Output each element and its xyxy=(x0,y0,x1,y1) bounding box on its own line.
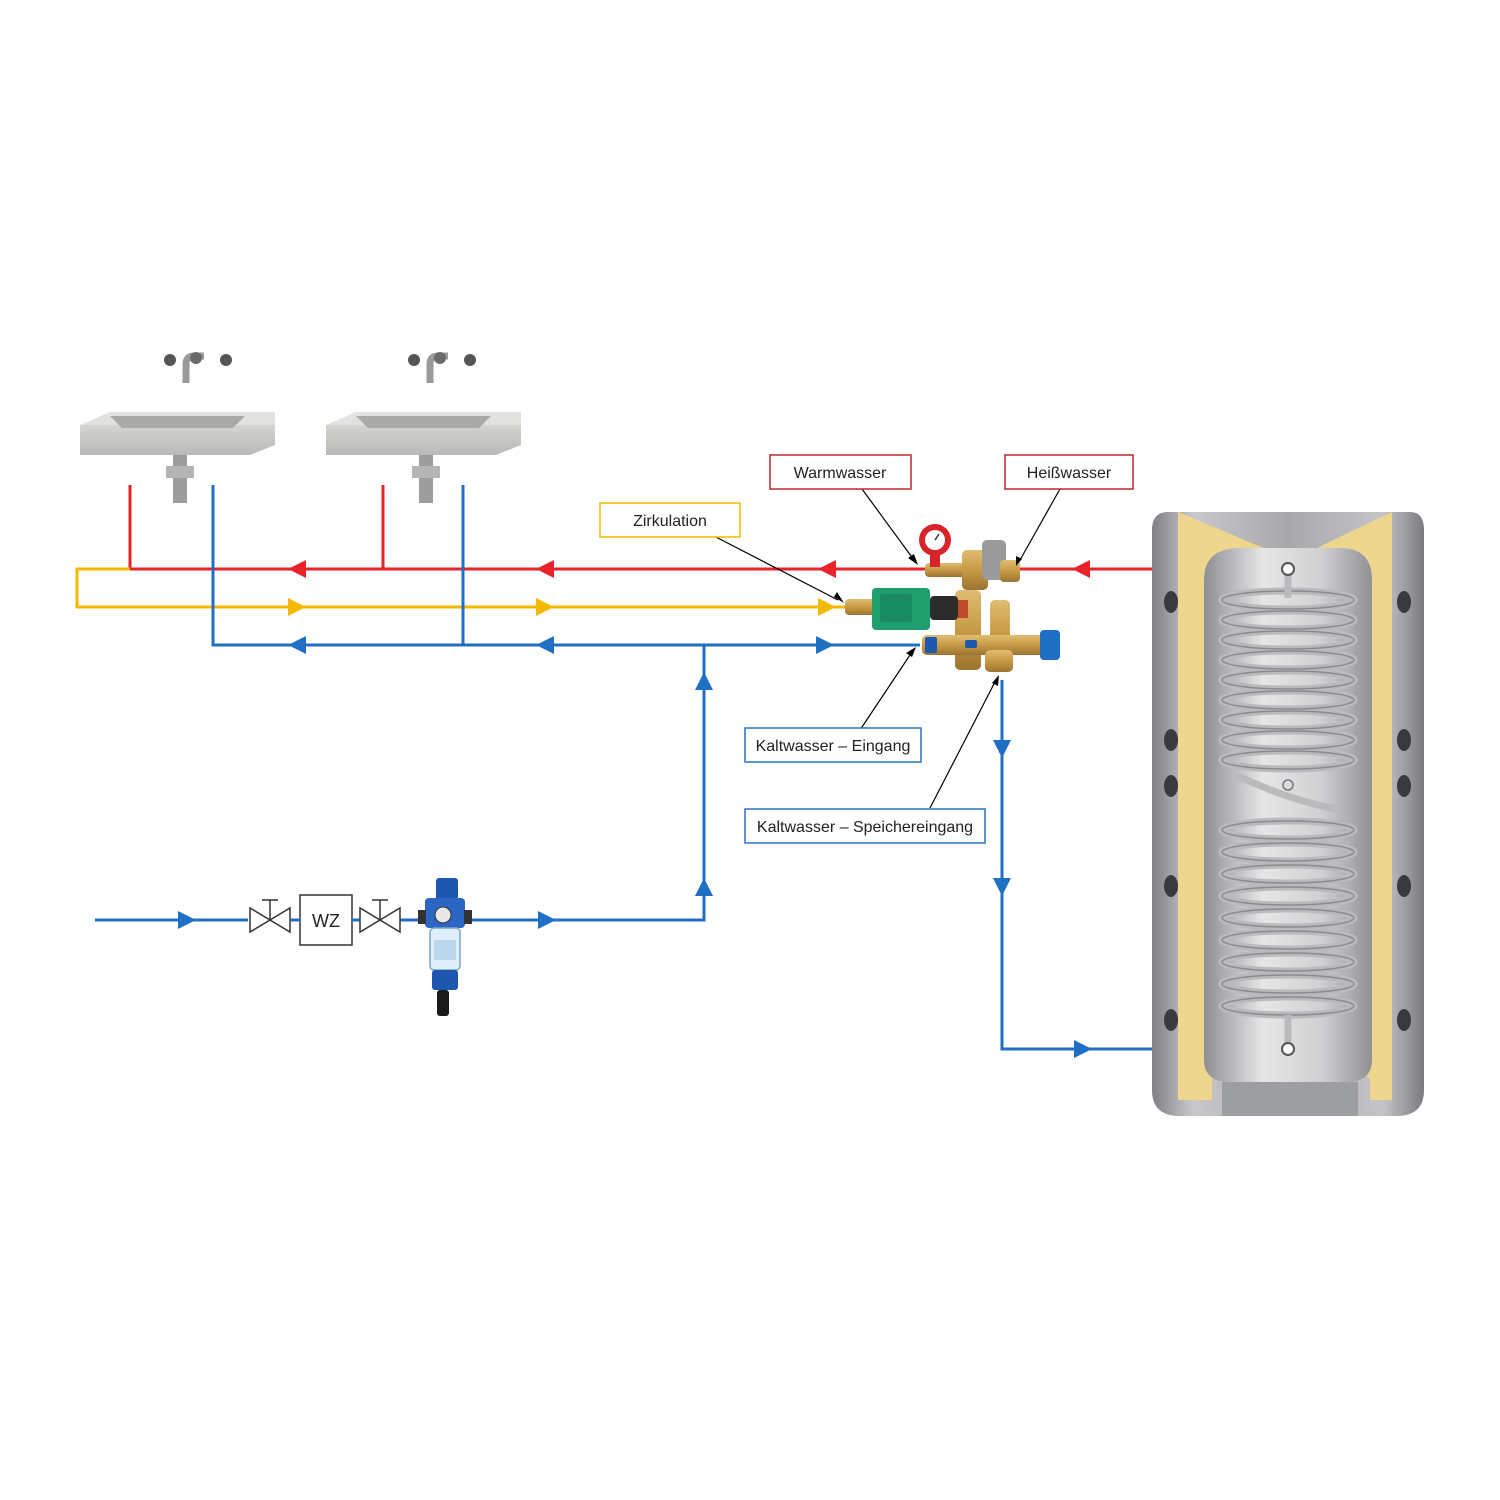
water-meter-label: WZ xyxy=(312,911,340,931)
label-zirkulation: Zirkulation xyxy=(599,502,741,538)
label-warmwasser: Warmwasser xyxy=(769,454,912,490)
circulation-arrows xyxy=(288,598,836,616)
flow-arrow-up-icon xyxy=(695,672,713,690)
hot-water-arrows xyxy=(288,560,1090,578)
label-heisswasser-text: Heißwasser xyxy=(1027,465,1112,482)
storage-tank xyxy=(1152,512,1424,1116)
label-kaltwasser-speichereingang-text: Kaltwasser – Speichereingang xyxy=(757,819,973,836)
cold-water-arrows xyxy=(178,636,1092,1058)
label-warmwasser-text: Warmwasser xyxy=(794,465,887,482)
flow-arrow-down-icon xyxy=(993,878,1011,896)
thermometer-icon xyxy=(919,524,951,567)
flow-arrow-left-icon xyxy=(288,560,306,578)
flow-arrow-right-icon xyxy=(538,911,556,929)
cold-water-line xyxy=(95,485,1285,1051)
sink-right xyxy=(326,352,521,503)
flow-arrow-left-icon xyxy=(536,636,554,654)
flow-arrow-right-icon xyxy=(818,598,836,616)
flow-arrow-up-icon xyxy=(695,878,713,896)
valve-handle-icon xyxy=(925,637,937,653)
sink-left xyxy=(80,352,275,503)
mixing-station xyxy=(845,524,1060,672)
shutoff-valve-icon xyxy=(359,899,401,934)
flow-arrow-left-icon xyxy=(818,560,836,578)
faucet-icon xyxy=(408,352,476,383)
water-filter-icon xyxy=(418,878,472,1016)
flow-arrow-right-icon xyxy=(816,636,834,654)
cold-inlet-port-icon xyxy=(1281,1042,1295,1056)
label-heisswasser: Heißwasser xyxy=(1004,454,1134,490)
flow-arrow-left-icon xyxy=(288,636,306,654)
label-kaltwasser-speichereingang: Kaltwasser – Speichereingang xyxy=(744,808,986,844)
flow-arrow-right-icon xyxy=(178,911,196,929)
leader-lines xyxy=(711,488,1061,809)
faucet-icon xyxy=(164,352,232,383)
flow-arrow-down-icon xyxy=(993,740,1011,758)
flow-arrow-right-icon xyxy=(1074,1040,1092,1058)
flow-arrow-left-icon xyxy=(536,560,554,578)
flow-arrow-right-icon xyxy=(536,598,554,616)
label-zirkulation-text: Zirkulation xyxy=(633,513,707,530)
leader-arrowheads xyxy=(834,554,1022,686)
shutoff-valve-icon xyxy=(249,899,291,934)
flow-arrow-left-icon xyxy=(1072,560,1090,578)
water-meter: WZ xyxy=(299,894,353,946)
label-kaltwasser-eingang: Kaltwasser – Eingang xyxy=(744,727,922,763)
hot-outlet-port-icon xyxy=(1281,562,1295,576)
flow-arrow-right-icon xyxy=(288,598,306,616)
label-kaltwasser-eingang-text: Kaltwasser – Eingang xyxy=(756,738,911,755)
